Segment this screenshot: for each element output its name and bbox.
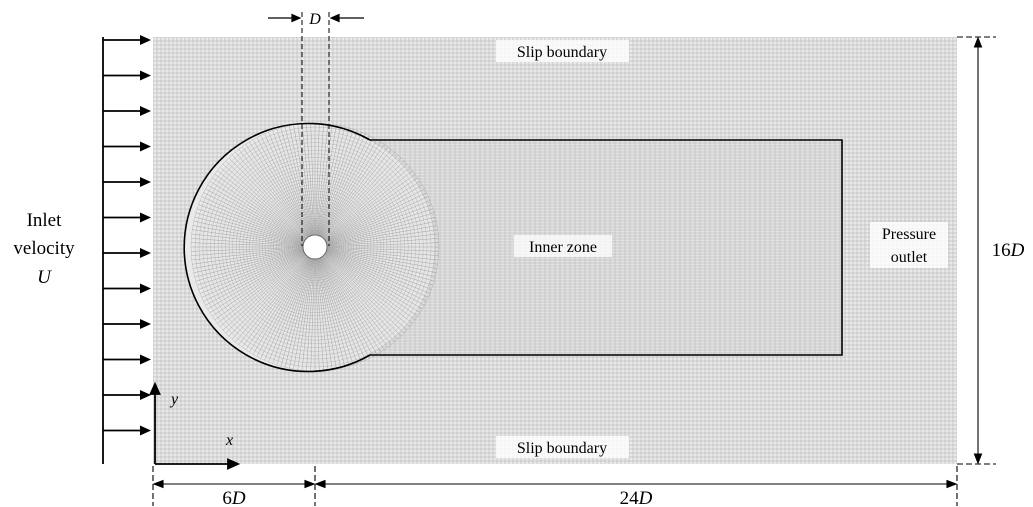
inlet-arrow: [103, 141, 151, 152]
inlet-arrow: [103, 212, 151, 223]
radial-rings: [190, 122, 440, 372]
inner-zone-backing: [514, 235, 612, 257]
height-dimension-label: 16D: [992, 240, 1025, 261]
inlet-arrow: [103, 319, 151, 329]
inlet-arrow: [103, 106, 151, 116]
radial-mesh-lines: [190, 122, 440, 372]
inlet-label-line3: U: [37, 267, 52, 288]
inlet-velocity-arrows: [103, 35, 151, 436]
inlet-label-line2: velocity: [13, 238, 75, 259]
inlet-arrow: [103, 248, 151, 258]
diameter-arrows: [268, 13, 364, 23]
inner-zone-outline: [183, 122, 843, 373]
radial-spokes: [191, 123, 439, 371]
horizontal-dimensions: [152, 466, 958, 506]
pressure-outlet-label-line2: outlet: [891, 249, 928, 266]
cylinder: [302, 234, 328, 260]
height-dimension: [957, 36, 996, 465]
slip-boundary-bottom-label: Slip boundary: [517, 440, 607, 457]
downstream-length-label: 24D: [620, 488, 653, 507]
y-axis-label: y: [169, 391, 179, 408]
inner-zone-label: Inner zone: [529, 239, 597, 256]
inlet-arrow: [103, 283, 151, 294]
inlet-arrow: [103, 70, 151, 81]
slip-bottom-backing: [496, 436, 629, 458]
coordinate-axes: [149, 381, 241, 470]
inlet-arrow: [103, 35, 151, 45]
cylinder-diameter-guides: [301, 12, 330, 246]
inlet-arrow: [103, 390, 151, 400]
slip-boundary-top-label: Slip boundary: [517, 44, 607, 61]
inlet-arrow: [103, 425, 151, 436]
diameter-label: D: [308, 11, 321, 28]
upstream-length-label: 6D: [222, 488, 246, 507]
inlet-arrow: [103, 177, 151, 187]
inlet-label-line1: Inlet: [27, 210, 63, 231]
pressure-outlet-backing: [870, 222, 948, 268]
x-axis-label: x: [225, 432, 233, 449]
slip-top-backing: [496, 40, 629, 62]
pressure-outlet-label-line1: Pressure: [882, 226, 936, 243]
inlet-arrow: [103, 354, 151, 365]
